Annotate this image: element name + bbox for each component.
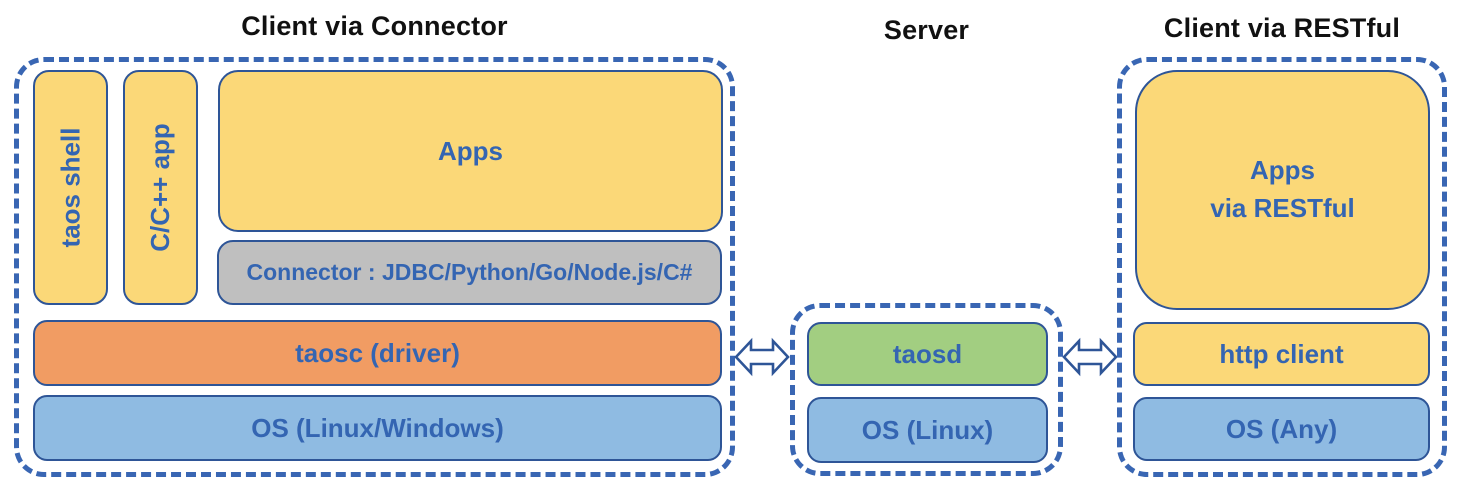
os-linux-label: OS (Linux) [861,414,994,445]
apps-via-restful-label: Apps via RESTful [1210,155,1355,223]
taosc-driver-box: taosc (driver) [33,320,722,386]
connector-box: Connector : JDBC/Python/Go/Node.js/C# [217,240,722,305]
cpp-app-label: C/C++ app [145,123,175,252]
client-via-restful-container: Apps via RESTful http client OS (Any) [1117,57,1447,477]
section-title-server: Server [883,15,970,45]
http-client-box: http client [1133,322,1430,386]
os-any-label: OS (Any) [1225,413,1338,444]
taosc-driver-label: taosc (driver) [295,337,460,368]
section-title-client-via-connector: Client via Connector [241,11,508,41]
double-arrow-icon [734,337,790,377]
taosd-label: taosd [892,338,963,369]
os-any-box: OS (Any) [1133,397,1430,461]
server-container: taosd OS (Linux) [790,303,1063,476]
taos-shell-label: taos shell [55,127,85,248]
apps-box: Apps [218,70,723,232]
taosd-box: taosd [807,322,1048,386]
os-linux-box: OS (Linux) [807,397,1048,463]
double-arrow-icon [1062,337,1118,377]
cpp-app-box: C/C++ app [123,70,198,305]
apps-label: Apps [438,135,503,166]
os-linux-windows-label: OS (Linux/Windows) [251,412,504,443]
client-via-connector-container: taos shell C/C++ app Apps Connector : JD… [14,57,735,477]
taos-shell-box: taos shell [33,70,108,305]
apps-via-restful-box: Apps via RESTful [1135,70,1430,310]
http-client-label: http client [1219,338,1344,369]
os-linux-windows-box: OS (Linux/Windows) [33,395,722,461]
section-title-client-via-restful: Client via RESTful [1163,13,1401,43]
connector-label: Connector : JDBC/Python/Go/Node.js/C# [246,259,693,285]
